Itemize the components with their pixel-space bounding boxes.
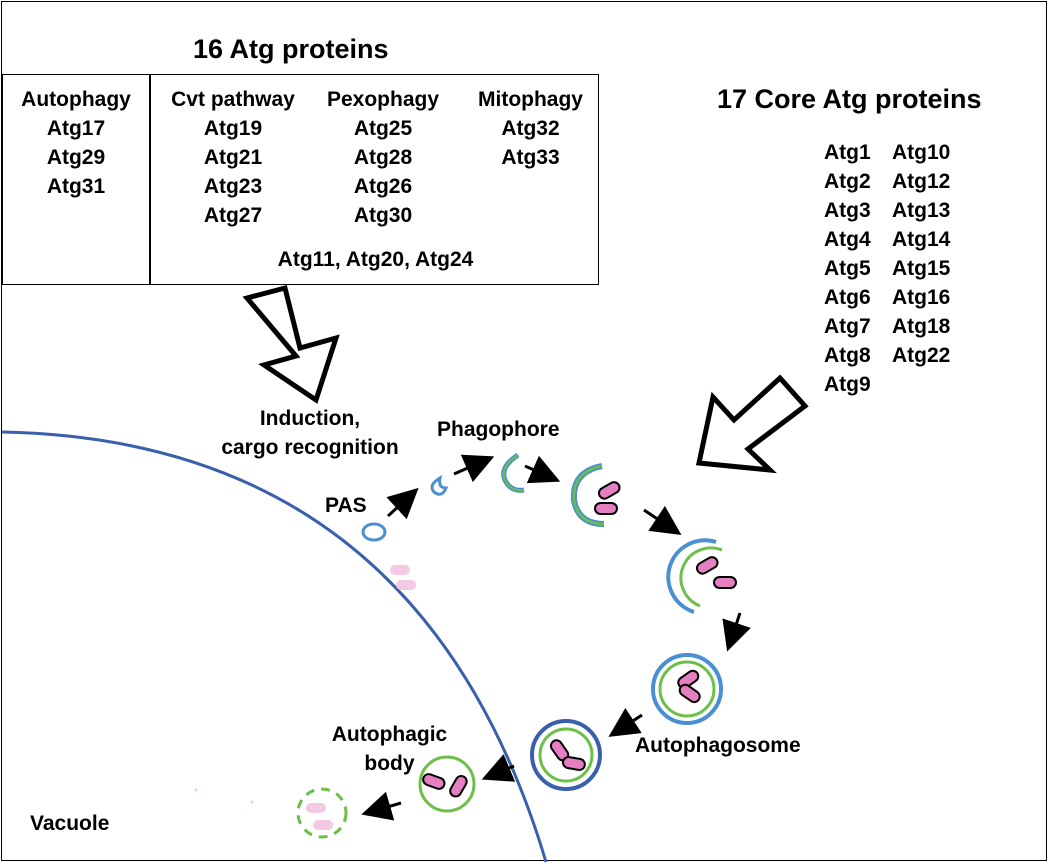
induction-line1: Induction,	[259, 407, 361, 430]
protein-item: Atg25	[353, 117, 413, 140]
core-item: Atg6	[824, 286, 871, 309]
induction-label: Induction, cargo recognition	[196, 404, 424, 462]
core-item: Atg22	[892, 344, 951, 367]
core-item: Atg8	[824, 344, 871, 367]
core-item: Atg18	[892, 315, 951, 338]
left-hollow-arrow	[242, 284, 340, 404]
core-item: Atg16	[892, 286, 951, 309]
phagophore-label: Phagophore	[437, 418, 560, 441]
core-item: Atg10	[892, 141, 951, 164]
pathway-arrows	[361, 454, 751, 821]
core-item: Atg14	[892, 228, 951, 251]
protein-item: Atg23	[203, 175, 263, 198]
core-left-column: Atg1 Atg2 Atg3 Atg4 Atg5 Atg6 Atg7 Atg8 …	[824, 138, 871, 399]
autophagic-body-line1: Autophagic	[331, 723, 448, 746]
core-item: Atg13	[892, 199, 951, 222]
protein-item: Atg26	[353, 175, 413, 198]
membrane-fragment	[430, 475, 449, 496]
left-box-title: 16 Atg proteins	[193, 34, 389, 64]
induction-line2: cargo recognition	[221, 436, 399, 459]
autophagic-body-line2: body	[364, 752, 415, 775]
column-header: Pexophagy	[326, 88, 440, 111]
pexophagy-column: Pexophagy Atg25 Atg28 Atg26 Atg30	[308, 85, 458, 230]
phagophore-small	[501, 452, 525, 493]
core-item: Atg1	[824, 141, 871, 164]
column-header: Cvt pathway	[171, 88, 295, 111]
protein-item: Atg32	[501, 117, 560, 140]
protein-item: Atg27	[203, 204, 263, 227]
core-item: Atg9	[824, 373, 871, 396]
core-item: Atg2	[824, 170, 871, 193]
core-item: Atg12	[892, 170, 951, 193]
expanding-phagophore	[666, 538, 737, 614]
mitophagy-column: Mitophagy Atg32 Atg33	[463, 85, 598, 172]
autophagosome	[651, 653, 723, 725]
core-item: Atg3	[824, 199, 871, 222]
atg16-table: Autophagy Atg17 Atg29 Atg31 Cvt pathway …	[2, 74, 599, 285]
core-item: Atg4	[824, 228, 871, 251]
right-hollow-arrow	[695, 374, 809, 474]
column-header: Mitophagy	[478, 88, 583, 111]
protein-item: Atg21	[203, 146, 263, 169]
faded-cargo	[390, 565, 416, 590]
core-item: Atg15	[892, 257, 951, 280]
protein-item: Atg31	[46, 175, 106, 198]
table-divider	[149, 75, 151, 284]
protein-item: Atg30	[353, 204, 413, 227]
vacuole-membrane	[1, 430, 548, 863]
pas-vesicle	[361, 522, 387, 542]
pas-label: PAS	[325, 494, 367, 517]
protein-item: Atg28	[353, 146, 413, 169]
shared-proteins-text: Atg11, Atg20, Atg24	[277, 248, 474, 271]
degrading-body	[194, 787, 348, 839]
cvt-column: Cvt pathway Atg19 Atg21 Atg23 Atg27	[153, 85, 313, 230]
shared-proteins: Atg11, Atg20, Atg24	[153, 245, 598, 274]
fusing-autophagosome	[530, 719, 602, 791]
protein-item: Atg19	[203, 117, 263, 140]
autophagic-body-label: Autophagic body	[312, 720, 467, 778]
vacuole-label: Vacuole	[30, 812, 110, 835]
core-item: Atg5	[824, 257, 871, 280]
core-item: Atg7	[824, 315, 871, 338]
column-header: Autophagy	[21, 88, 131, 111]
autophagosome-label: Autophagosome	[635, 734, 801, 757]
autophagy-column: Autophagy Atg17 Atg29 Atg31	[3, 85, 149, 201]
core-title: 17 Core Atg proteins	[717, 84, 982, 114]
autophagic-body	[418, 755, 476, 813]
protein-item: Atg17	[46, 117, 106, 140]
core-right-column: Atg10 Atg12 Atg13 Atg14 Atg15 Atg16 Atg1…	[892, 138, 950, 370]
phagophore-cargo	[570, 463, 621, 527]
protein-item: Atg29	[46, 146, 106, 169]
protein-item: Atg33	[501, 146, 560, 169]
